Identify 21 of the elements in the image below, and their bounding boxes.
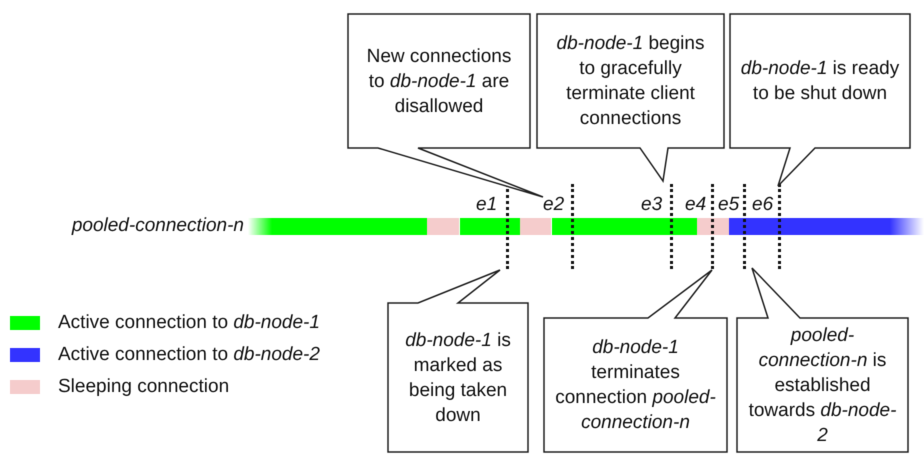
legend-label: Active connection to db-node-2 [58,344,320,366]
event-label: e2 [543,194,564,216]
callout-text: db-node-1 terminates connection pooled-connection-n [554,336,717,435]
event-label: e5 [718,194,740,216]
speech-bubble [542,268,729,454]
speech-bubble [386,268,530,454]
callout-text: db-node-1 is marked as being taken down [404,328,512,428]
event-label: e4 [685,194,706,216]
speech-bubble [535,12,726,183]
event-label: e3 [641,194,662,216]
legend-label: Sleeping connection [58,376,230,398]
callout-text: db-node-1 is ready to be shut down [740,57,900,106]
speech-bubble [728,12,912,188]
callout-text: New connections to db-node-1 are disallowed [366,44,512,118]
event-label: e6 [752,194,774,216]
speech-bubble [735,266,910,454]
legend-label: Active connection to db-node-1 [58,312,320,334]
callout-text: pooled-connection-n is established towards db-node-2 [748,324,898,448]
callout-text: db-node-1 begins to gracefully terminate client connections [556,32,706,131]
timeline-label: pooled-connection-n [72,215,244,237]
event-label: e1 [476,194,498,216]
